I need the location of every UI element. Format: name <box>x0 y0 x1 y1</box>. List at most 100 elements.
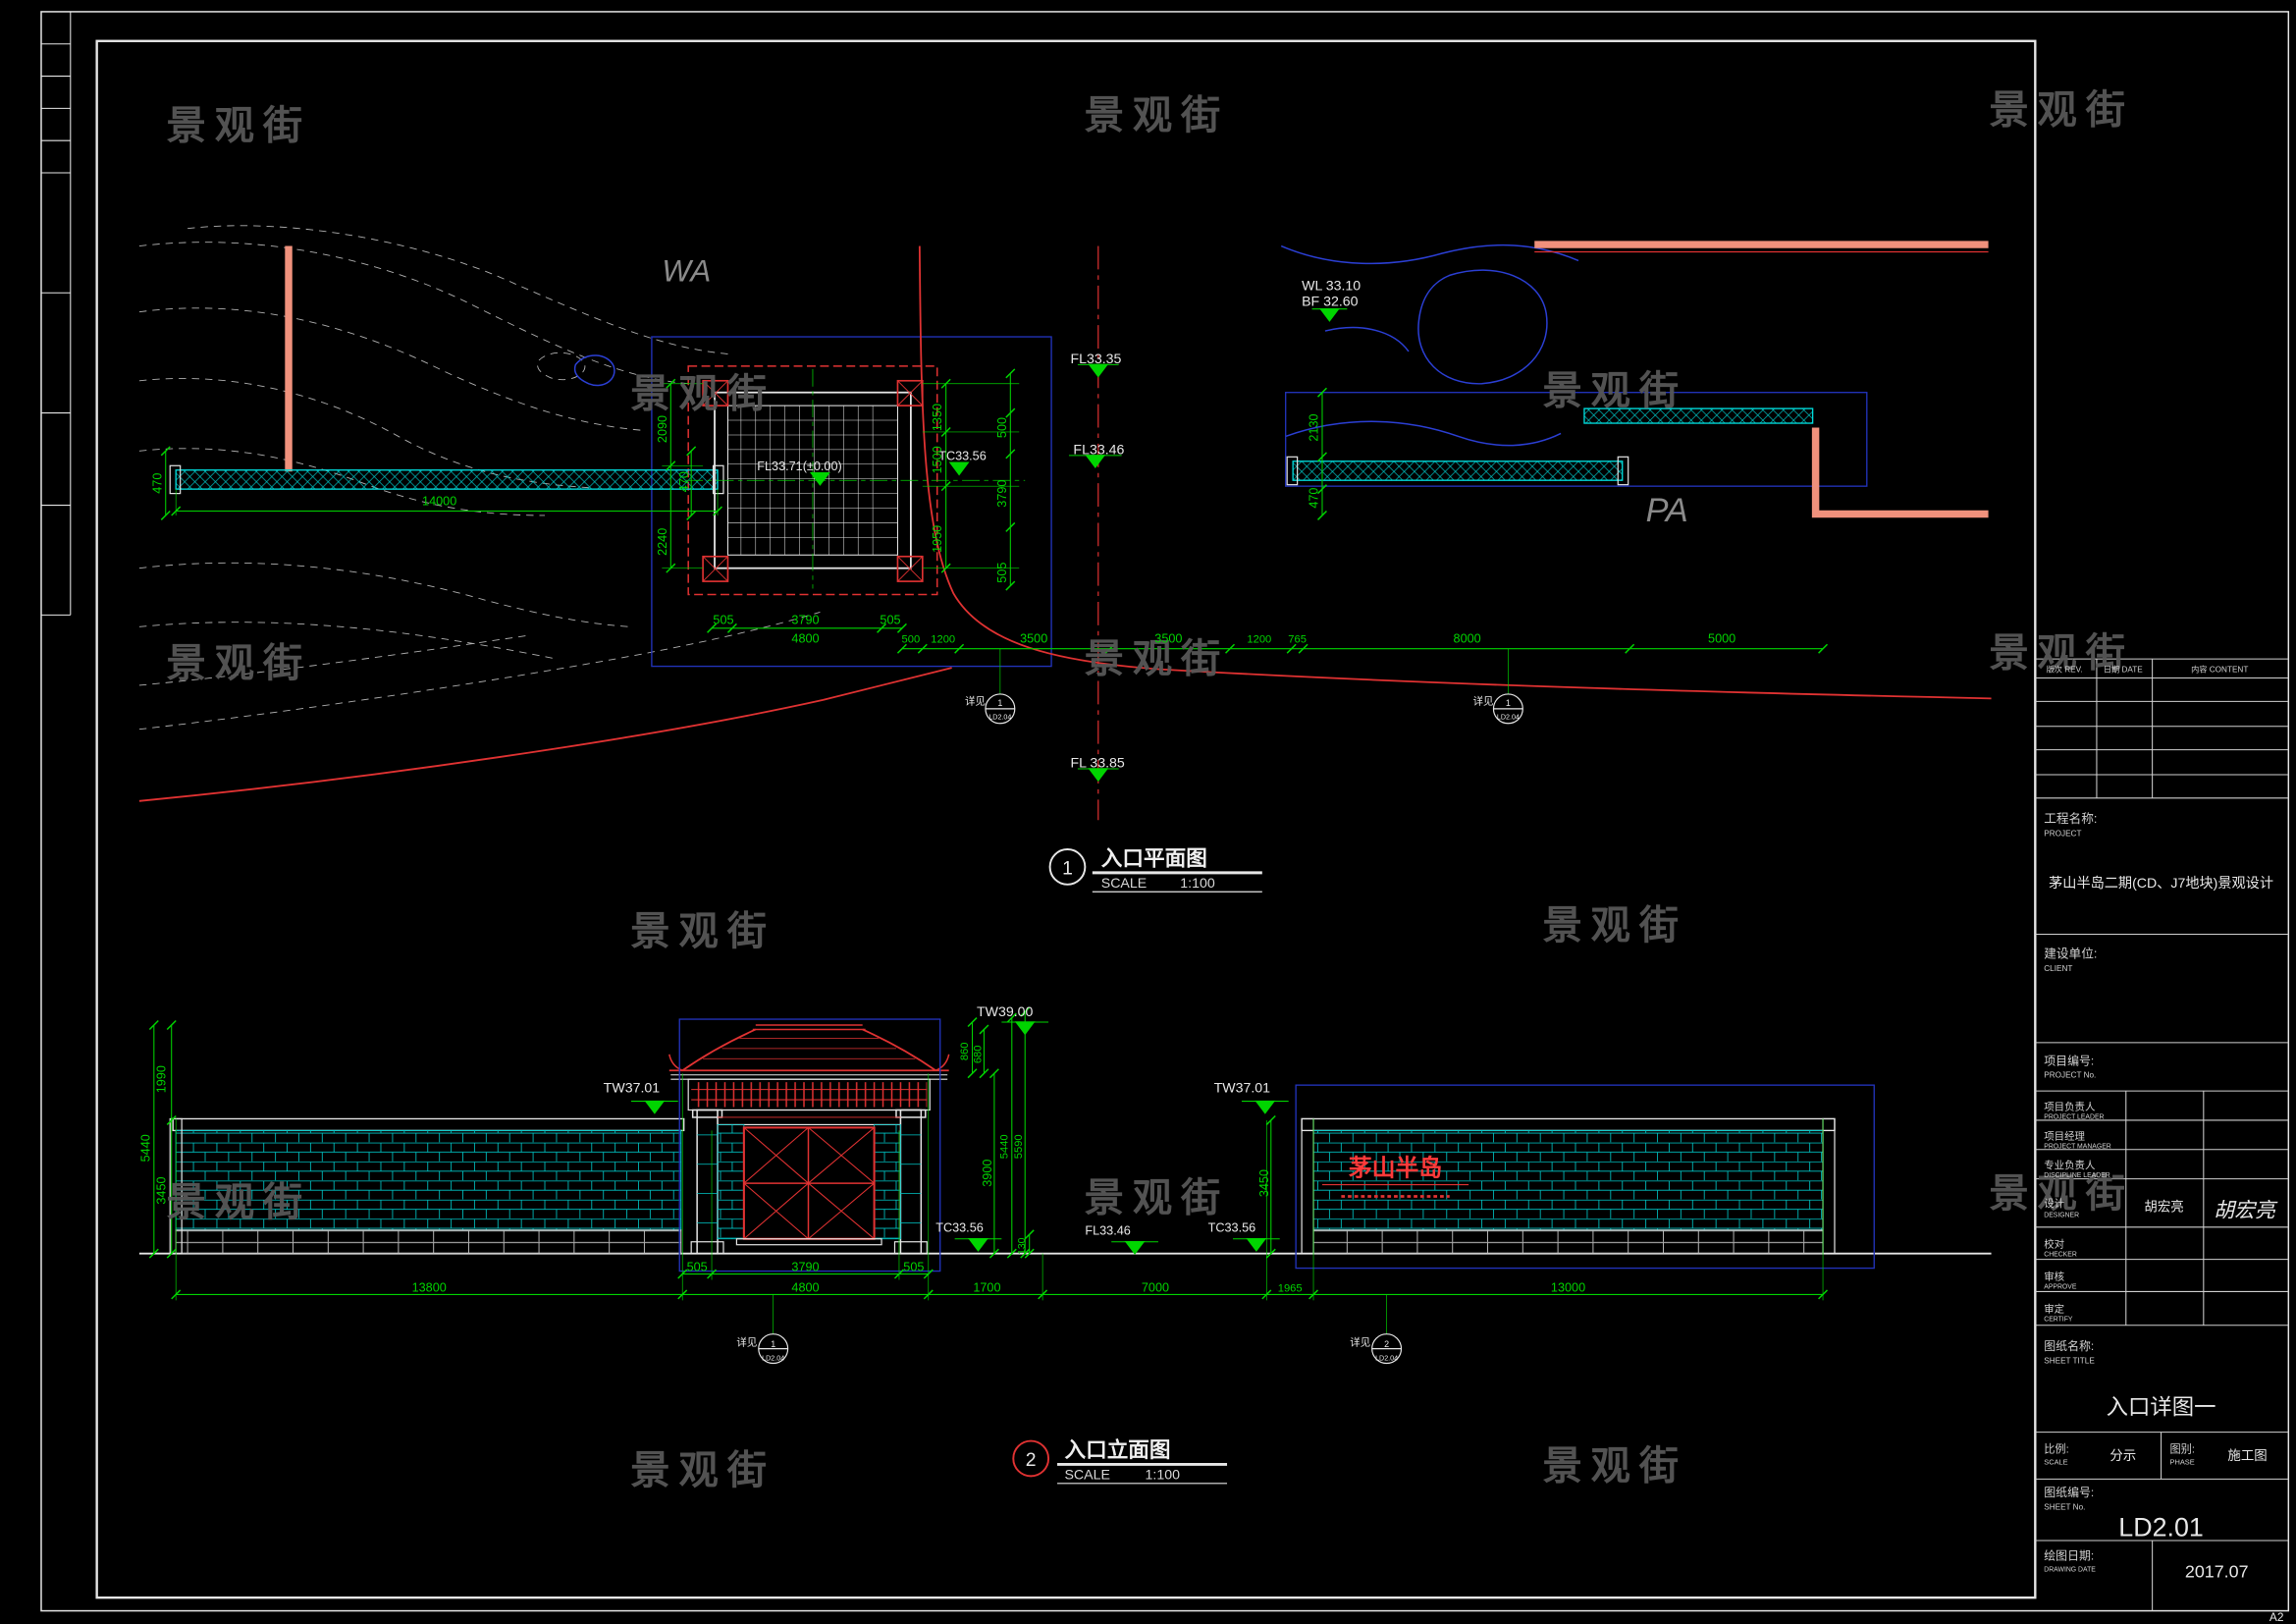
elevation-title-text: 入口立面图 <box>1064 1437 1170 1462</box>
level: TW37.01 <box>1214 1081 1271 1097</box>
tb-label: SHEET TITLE <box>2044 1357 2095 1366</box>
dim: 4800 <box>791 1280 819 1294</box>
area-label: PA <box>1646 492 1688 529</box>
dim: 505 <box>880 613 900 626</box>
dim: 8000 <box>1454 632 1481 646</box>
note: 2 <box>1384 1339 1389 1349</box>
tb-label: DISCIPLINE LEADER <box>2044 1172 2110 1179</box>
note: 详见 <box>965 694 986 707</box>
level: FL33.46 <box>1085 1223 1130 1237</box>
elevation-dimensions <box>148 1006 1829 1334</box>
dim: 3450 <box>155 1176 169 1204</box>
dim: 3790 <box>791 613 819 626</box>
dim: 470 <box>1308 488 1321 509</box>
watermark: 景观街 <box>1085 93 1230 137</box>
dim: 505 <box>903 1261 924 1274</box>
gatehouse-columns-plan <box>702 379 924 582</box>
dim: 1200 <box>931 634 955 646</box>
plan-scale-label: SCALE <box>1101 876 1147 892</box>
level: FL33.46 <box>1073 442 1124 458</box>
note: LD2.04 <box>1497 713 1520 721</box>
tb-rev-header: 内容 CONTENT <box>2191 665 2248 675</box>
wall-end-caps <box>169 456 1629 495</box>
watermark: 景观街 <box>1989 87 2134 132</box>
tb-rev-header: 版次 REV. <box>2047 665 2083 675</box>
road-lines <box>138 245 1992 821</box>
sheet-size: A2 <box>2269 1610 2284 1624</box>
personnel-grid <box>2035 1091 2289 1326</box>
tb-label: APPROVE <box>2044 1283 2077 1290</box>
dim: 505 <box>995 563 1009 583</box>
tb-label: 工程名称: <box>2044 811 2097 826</box>
revision-table <box>2035 658 2289 799</box>
note: 1 <box>997 698 1002 708</box>
watermark: 景观街 <box>1085 637 1230 681</box>
dim: 13800 <box>412 1280 447 1294</box>
dim: 860 <box>959 1043 971 1061</box>
dim: 130 <box>1017 1237 1028 1255</box>
dim: 7000 <box>1142 1280 1169 1294</box>
left-wall-elevation <box>169 1117 685 1255</box>
elevation-scale-value: 1:100 <box>1146 1467 1181 1483</box>
dim: 500 <box>995 417 1009 438</box>
pink-feature-lines <box>285 241 1989 518</box>
tb-label: CERTIFY <box>2044 1316 2073 1323</box>
elevation-detail-bubbles <box>758 1333 1403 1365</box>
dim: 1350 <box>931 404 944 431</box>
note: 详见 <box>1350 1336 1370 1349</box>
tb-designer-name: 胡宏亮 <box>2144 1198 2183 1214</box>
contour-lines <box>138 225 821 731</box>
watermark: 景观街 <box>167 1180 312 1224</box>
watermark: 景观街 <box>1989 631 2134 676</box>
tb-label: 图别: <box>2170 1443 2195 1456</box>
gatehouse-window <box>742 1126 876 1240</box>
dim: 505 <box>687 1261 708 1274</box>
tb-sheet-title: 入口详图一 <box>2107 1395 2216 1420</box>
level: TC33.56 <box>1208 1220 1256 1234</box>
tb-label: 审定 <box>2044 1302 2064 1315</box>
dim: 470 <box>150 473 164 494</box>
tb-label: DRAWING DATE <box>2044 1566 2096 1573</box>
dim: 1950 <box>931 525 944 553</box>
dim: 2240 <box>656 528 669 556</box>
viewport-boxes-elevation <box>678 1018 1875 1272</box>
plan-scale-value: 1:100 <box>1180 876 1215 892</box>
gatehouse-roof <box>668 1024 950 1072</box>
area-label: WA <box>662 253 711 288</box>
dim: 5440 <box>138 1134 152 1162</box>
watermark: 景观街 <box>167 641 312 685</box>
tb-label: CHECKER <box>2044 1252 2077 1259</box>
dim: 1200 <box>1247 634 1271 646</box>
dim: 1700 <box>973 1280 1000 1294</box>
level: FL 33.85 <box>1070 756 1124 772</box>
tb-label: 校对 <box>2044 1238 2064 1251</box>
plan-title-text: 入口平面图 <box>1101 845 1207 870</box>
dim: 4800 <box>791 632 819 646</box>
tb-label: 项目经理 <box>2044 1129 2085 1142</box>
note: 1 <box>1506 698 1511 708</box>
dim: 5000 <box>1708 632 1735 646</box>
dim: 1965 <box>1278 1282 1303 1294</box>
tb-label: PROJECT LEADER <box>2044 1113 2104 1120</box>
tb-label: SHEET No. <box>2044 1503 2085 1512</box>
tb-label: 项目负责人 <box>2044 1101 2096 1113</box>
plan-detail-bubbles <box>985 693 1523 725</box>
watermark: 景观街 <box>1542 903 1687 947</box>
tb-label: CLIENT <box>2044 964 2072 973</box>
plan-title-number: 1 <box>1062 857 1073 879</box>
tb-designer-signature: 胡宏亮 <box>2214 1199 2278 1221</box>
drawing-frame <box>40 11 2290 1612</box>
watermark: 景观街 <box>1542 369 1687 413</box>
level: TW37.01 <box>604 1081 661 1097</box>
watermark: 景观街 <box>630 372 775 416</box>
dim: 3790 <box>791 1261 819 1274</box>
dim: 1500 <box>931 446 944 473</box>
watermark: 景观街 <box>1542 1443 1687 1488</box>
tb-sheet-number: LD2.01 <box>2118 1513 2204 1543</box>
dim: 505 <box>713 613 733 626</box>
tb-label: 设计 <box>2044 1197 2064 1210</box>
dim: 13000 <box>1551 1280 1585 1294</box>
dim: 680 <box>972 1046 984 1064</box>
tb-label: 绘图日期: <box>2044 1548 2094 1562</box>
